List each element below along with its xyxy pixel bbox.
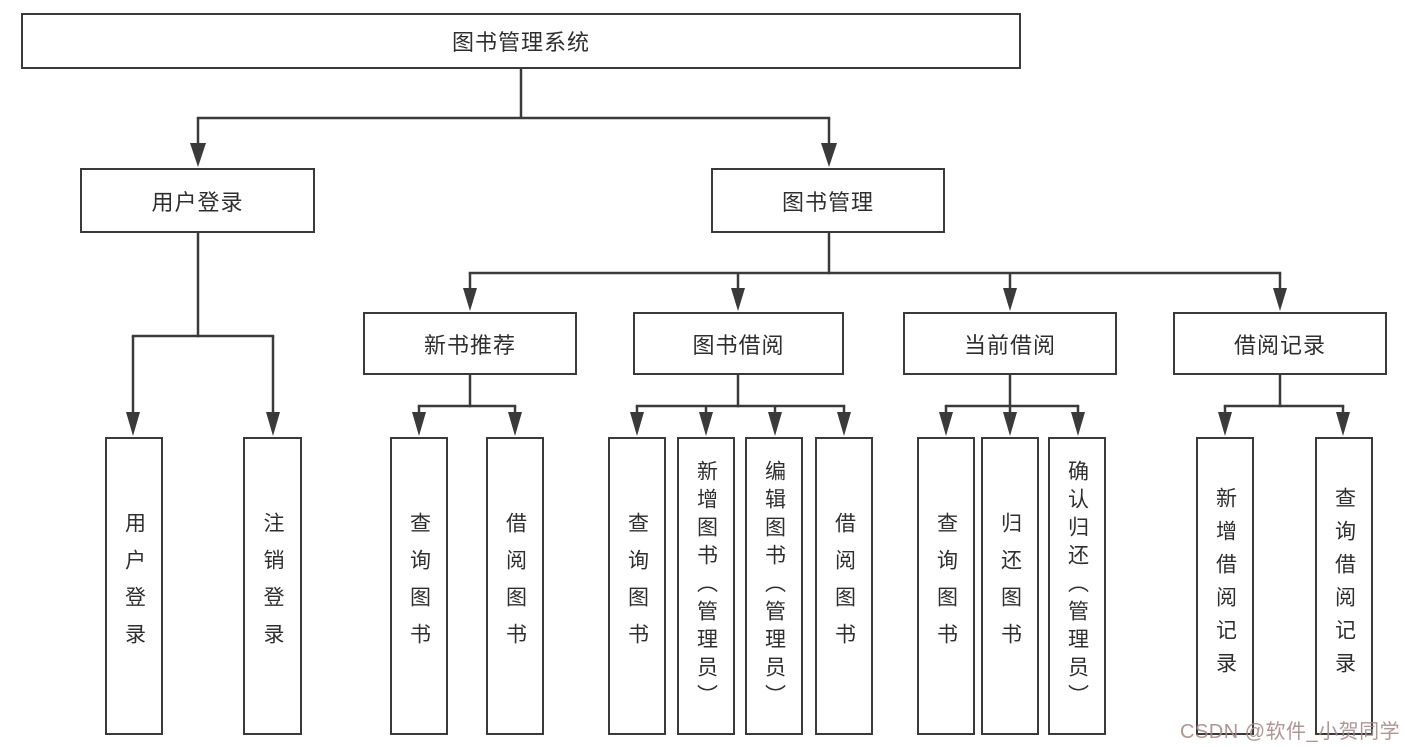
leaf-edit-book-admin: 编辑图书（管理员） — [745, 437, 803, 735]
leaf-add-borrow-record-label: 新增借阅记录 — [1213, 487, 1237, 685]
leaf-edit-book-admin-label: 编辑图书（管理员） — [762, 460, 786, 712]
leaf-borrow-books-1: 借阅图书 — [486, 437, 544, 735]
leaf-logout-label: 注销登录 — [261, 512, 284, 660]
leaf-borrow-books-2-label: 借阅图书 — [832, 512, 856, 660]
leaf-add-borrow-record: 新增借阅记录 — [1196, 437, 1254, 735]
leaf-return-book-label: 归还图书 — [998, 512, 1022, 660]
leaf-query-books-1-label: 查询图书 — [407, 512, 431, 660]
watermark-text: CSDN @软件_小贺同学 — [1180, 721, 1401, 743]
leaf-query-books-3: 查询图书 — [917, 437, 975, 735]
leaf-return-book: 归还图书 — [981, 437, 1039, 735]
leaf-user-login-label: 用户登录 — [122, 512, 146, 660]
node-new-book-recommend: 新书推荐 — [363, 312, 577, 375]
leaf-query-books-2: 查询图书 — [608, 437, 666, 735]
node-current-borrow: 当前借阅 — [903, 312, 1117, 375]
leaf-add-book-admin: 新增图书（管理员） — [677, 437, 735, 735]
leaf-query-books-1: 查询图书 — [390, 437, 448, 735]
leaf-logout: 注销登录 — [243, 437, 302, 735]
leaf-query-borrow-record-label: 查询借阅记录 — [1332, 487, 1356, 685]
leaf-query-borrow-record: 查询借阅记录 — [1315, 437, 1373, 735]
leaf-confirm-return-admin: 确认归还（管理员） — [1048, 437, 1106, 735]
leaf-borrow-books-1-label: 借阅图书 — [503, 512, 527, 660]
leaf-query-books-3-label: 查询图书 — [934, 512, 958, 660]
leaf-query-books-2-label: 查询图书 — [625, 512, 649, 660]
leaf-borrow-books-2: 借阅图书 — [815, 437, 873, 735]
leaf-confirm-return-admin-label: 确认归还（管理员） — [1065, 460, 1089, 712]
node-user-login: 用户登录 — [80, 168, 315, 233]
node-borrow-records: 借阅记录 — [1173, 312, 1387, 375]
node-library-system: 图书管理系统 — [21, 13, 1021, 69]
node-book-management: 图书管理 — [711, 168, 945, 233]
leaf-add-book-admin-label: 新增图书（管理员） — [694, 460, 718, 712]
leaf-user-login: 用户登录 — [105, 437, 163, 735]
node-book-borrow: 图书借阅 — [633, 312, 844, 375]
